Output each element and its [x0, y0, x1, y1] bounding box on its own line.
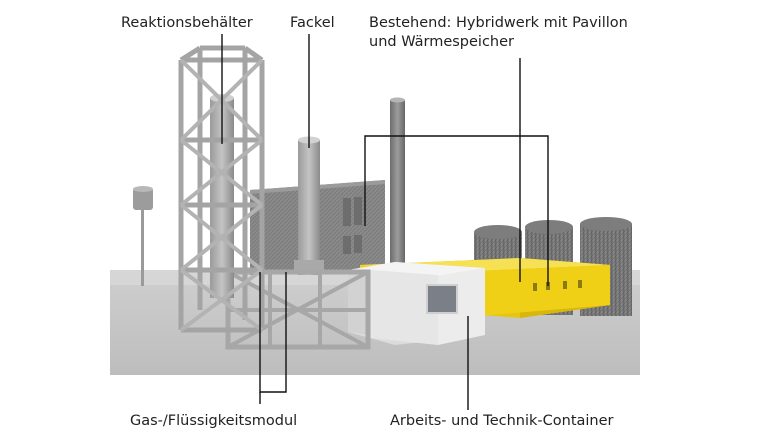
label-bestehend-line2: und Wärmespeicher [369, 34, 514, 50]
existing-chimney [390, 97, 405, 268]
label-bestehend-line1: Bestehend: Hybridwerk mit Pavillon [369, 15, 628, 31]
flare-stack [294, 136, 324, 275]
label-fackel: Fackel [290, 15, 335, 31]
label-gasmodul: Gas-/Flüssigkeitsmodul [130, 413, 298, 429]
leader-lines [221, 34, 549, 410]
work-technology-container [348, 262, 485, 345]
leader-bestehend [364, 135, 549, 286]
label-bestehend: Bestehend: Hybridwerk mit Pavillon und W… [369, 14, 628, 52]
label-container: Arbeits- und Technik-Container [390, 413, 614, 429]
lamp-post [133, 186, 153, 286]
leader-gasmodul [259, 272, 287, 393]
label-reaktionsbehaelter: Reaktionsbehälter [121, 15, 253, 31]
gas-liquid-module [225, 269, 371, 350]
